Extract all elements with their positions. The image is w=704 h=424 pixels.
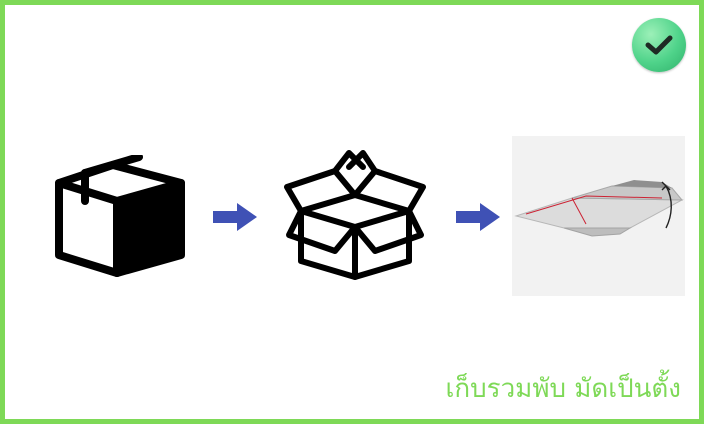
check-icon — [645, 35, 673, 55]
right-arrow-icon — [213, 203, 257, 231]
check-badge — [632, 18, 686, 72]
caption: เก็บรวมพับ มัดเป็นตั้ง — [445, 374, 681, 404]
closed-box-icon — [55, 155, 185, 277]
open-box-icon — [284, 150, 426, 280]
right-arrow-icon — [456, 203, 500, 231]
flattened-box-photo — [512, 136, 685, 296]
